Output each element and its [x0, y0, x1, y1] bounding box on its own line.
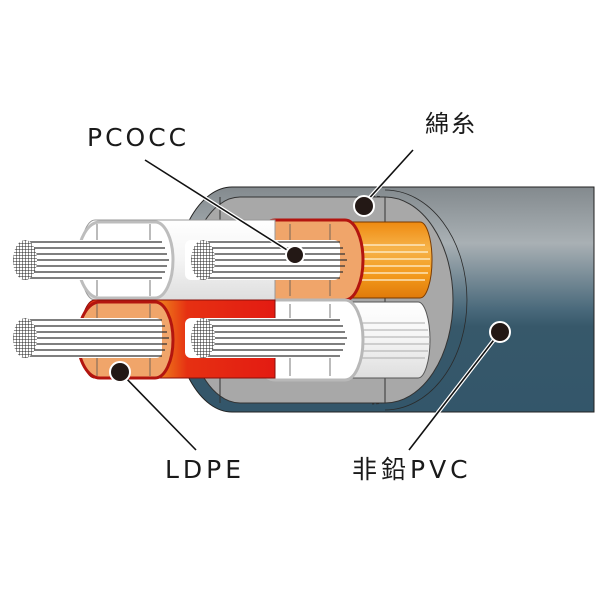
conductor-bottom-left — [7, 318, 169, 358]
marker-dot — [285, 245, 305, 265]
callout-cotton — [353, 148, 415, 217]
conductor-top-right — [185, 240, 347, 280]
callouts — [109, 148, 511, 452]
marker-dot — [109, 361, 131, 383]
label-pcocc: PCOCC — [87, 123, 190, 152]
label-lead-free-pvc: 非鉛PVC — [352, 455, 472, 484]
marker-dot — [489, 321, 511, 343]
callout-ldpe — [109, 361, 197, 451]
callout-pcocc — [143, 158, 305, 265]
marker-dot — [353, 195, 375, 217]
label-ldpe: LDPE — [165, 455, 246, 484]
label-cotton-thread: 綿糸 — [425, 110, 477, 138]
callout-pvc — [407, 321, 511, 452]
conductor-top-left — [7, 240, 169, 280]
conductor-bottom-right — [185, 318, 347, 358]
